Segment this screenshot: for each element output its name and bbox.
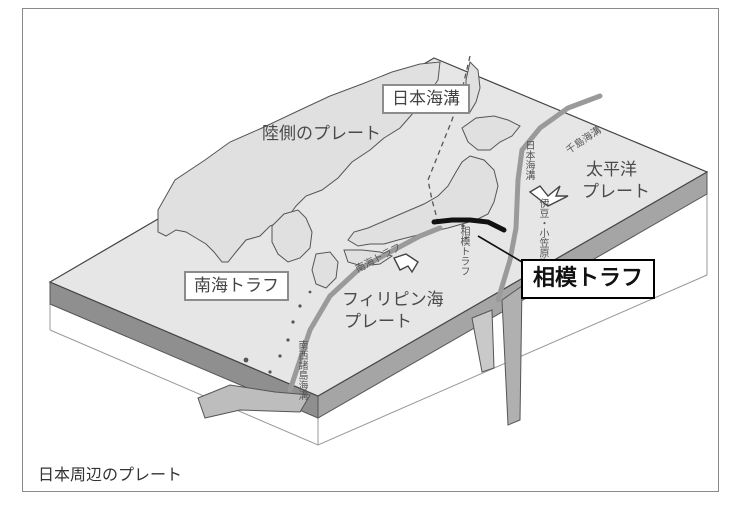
subducting-slab-pacific-2	[501, 285, 523, 426]
sagami-trough-small-label: 相模トラフ	[458, 226, 469, 276]
japan-trench-box-label: 日本海溝	[382, 84, 470, 114]
sagami-trough-line	[431, 217, 507, 233]
continental-plate-label: 陸側のプレート	[262, 124, 381, 144]
nansei-trench-label: 南西諸島海溝	[296, 340, 307, 400]
continent-coastline	[157, 61, 441, 263]
nankai-trough-box-label: 南海トラフ	[184, 271, 289, 301]
japan-trench-line	[513, 93, 603, 231]
honshu-coastline	[347, 155, 499, 247]
shikoku-coastline	[343, 249, 394, 267]
izu-ogasawara-trench-label: 伊豆・小笠原海溝	[537, 198, 548, 278]
sagami-leader-line	[477, 235, 523, 263]
korea-coastline	[271, 209, 313, 263]
pacific-motion-arrow	[528, 185, 569, 207]
philippine-plate-label-line2: プレート	[344, 312, 412, 332]
nankai-trough-line	[287, 225, 443, 393]
hokkaido-coastline	[461, 115, 521, 151]
subducting-slab-pacific-1	[471, 309, 495, 373]
figure-caption: 日本周辺のプレート	[38, 465, 183, 484]
philippine-motion-arrow	[393, 253, 419, 274]
subducting-slab-philippine	[197, 384, 311, 419]
kyushu-coastline	[311, 251, 339, 289]
small-islands	[243, 224, 468, 374]
izu-ogasawara-line	[495, 225, 519, 303]
japan-trench-small-label: 日本海溝	[523, 140, 534, 180]
philippine-plate-label-line1: フィリピン海	[342, 290, 444, 310]
sagami-trough-callout: 相模トラフ	[521, 259, 656, 299]
pacific-plate-label-line1: 太平洋	[586, 160, 637, 180]
pacific-plate-label-line2: プレート	[582, 182, 650, 202]
